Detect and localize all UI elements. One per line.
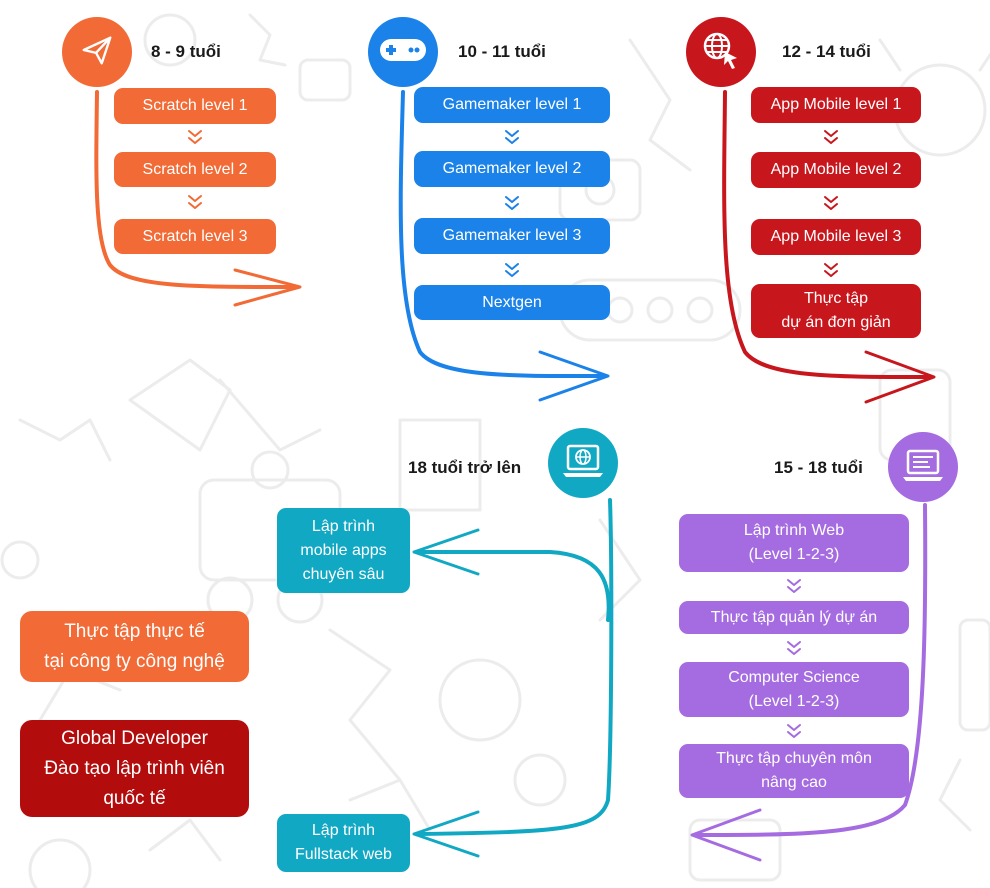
app-mobile-level-2: App Mobile level 2 xyxy=(751,152,921,188)
blue-flow-arrow xyxy=(398,90,607,379)
scratch-age-label: 8 - 9 tuổi xyxy=(151,42,221,61)
red-flow-arrow xyxy=(722,90,932,380)
web-track-icon-circle xyxy=(888,432,958,502)
laptop-icon xyxy=(900,445,946,490)
orange-flow-arrow xyxy=(94,90,297,290)
mobile-age-label: 12 - 14 tuổi xyxy=(782,42,871,61)
gamemaker-age-label: 10 - 11 tuổi xyxy=(458,42,546,61)
scratch-level-2: Scratch level 2 xyxy=(114,152,276,187)
chevron-down-icon xyxy=(824,263,838,277)
laptop-globe-icon xyxy=(560,441,606,486)
scratch-level-3: Scratch level 3 xyxy=(114,219,276,254)
chevron-down-icon xyxy=(505,263,519,277)
blue-arrowhead xyxy=(538,350,610,402)
gamemaker-level-3: Gamemaker level 3 xyxy=(414,218,610,254)
web-cursor-icon xyxy=(699,28,743,77)
app-mobile-level-3: App Mobile level 3 xyxy=(751,219,921,255)
fullstack-web: Lập trình Fullstack web xyxy=(277,814,410,872)
teal-mid-line xyxy=(418,550,611,622)
purple-flow-arrow xyxy=(693,503,928,837)
chevron-down-icon xyxy=(787,724,801,738)
chevron-down-icon xyxy=(824,130,838,144)
scratch-level-1: Scratch level 1 xyxy=(114,88,276,124)
chevron-down-icon xyxy=(505,130,519,144)
advanced-age-label: 18 tuổi trở lên xyxy=(408,458,522,477)
chevron-down-icon xyxy=(505,196,519,210)
scratch-track-icon-circle xyxy=(62,17,132,87)
project-management-internship: Thực tập quản lý dự án xyxy=(679,601,909,634)
teal-arrowhead-bottom xyxy=(412,810,480,858)
global-developer: Global Developer Đào tạo lập trình viên … xyxy=(20,720,249,817)
company-internship: Thực tập thực tế tại công ty công nghệ xyxy=(20,611,249,682)
app-mobile-level-1: App Mobile level 1 xyxy=(751,87,921,123)
teal-flow-arrow xyxy=(418,498,614,836)
mobile-track-icon-circle xyxy=(686,17,756,87)
gamemaker-level-2: Gamemaker level 2 xyxy=(414,151,610,187)
gamemaker-level-1: Gamemaker level 1 xyxy=(414,87,610,123)
chevron-down-icon xyxy=(787,641,801,655)
simple-project-internship: Thực tập dự án đơn giản xyxy=(751,284,921,338)
web-age-label: 15 - 18 tuổi xyxy=(774,458,863,477)
chevron-down-icon xyxy=(188,195,202,209)
orange-arrowhead xyxy=(233,268,302,307)
paper-plane-icon xyxy=(78,31,116,74)
web-programming-levels: Lập trình Web (Level 1-2-3) xyxy=(679,514,909,572)
gamemaker-track-icon-circle xyxy=(368,17,438,87)
red-arrowhead xyxy=(864,350,936,404)
teal-arrowhead-top xyxy=(412,528,480,576)
computer-science-levels: Computer Science (Level 1-2-3) xyxy=(679,662,909,717)
chevron-down-icon xyxy=(787,579,801,593)
chevron-down-icon xyxy=(188,130,202,144)
mobile-apps-in-depth: Lập trình mobile apps chuyên sâu xyxy=(277,508,410,593)
advanced-professional-internship: Thực tập chuyên môn nâng cao xyxy=(679,744,909,798)
gamepad-icon xyxy=(378,34,428,71)
purple-arrowhead xyxy=(690,808,762,862)
chevron-down-icon xyxy=(824,196,838,210)
advanced-track-icon-circle xyxy=(548,428,618,498)
nextgen-step: Nextgen xyxy=(414,285,610,320)
